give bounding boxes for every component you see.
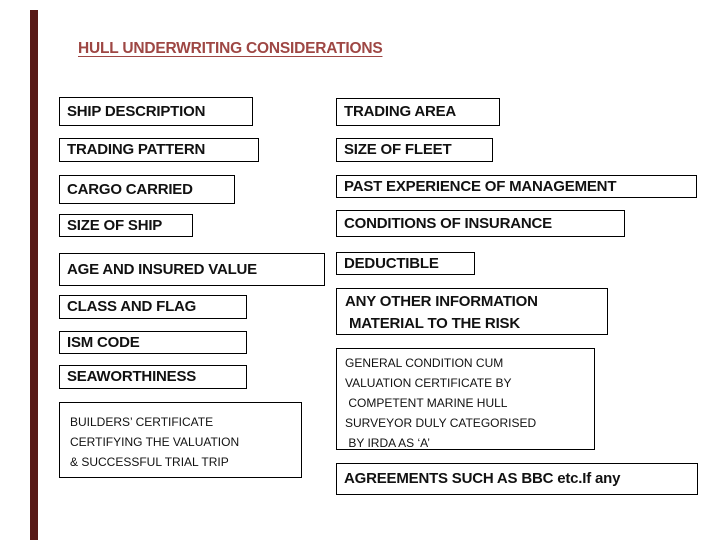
box-ism-code: ISM CODE [59,331,247,354]
box-cargo-carried: CARGO CARRIED [59,175,235,204]
box-builders-certificate: BUILDERS’ CERTIFICATE CERTIFYING THE VAL… [59,402,302,478]
box-trading-pattern: TRADING PATTERN [59,138,259,162]
box-class-and-flag: CLASS AND FLAG [59,295,247,319]
box-seaworthiness: SEAWORTHINESS [59,365,247,389]
box-size-of-ship: SIZE OF SHIP [59,214,193,237]
page-title: HULL UNDERWRITING CONSIDERATIONS [78,40,383,57]
box-age-and-insured-value: AGE AND INSURED VALUE [59,253,325,286]
box-trading-area: TRADING AREA [336,98,500,126]
box-deductible: DEDUCTIBLE [336,252,475,275]
box-size-of-fleet: SIZE OF FLEET [336,138,493,162]
box-any-other-information: ANY OTHER INFORMATION MATERIAL TO THE RI… [336,288,608,335]
box-ship-description: SHIP DESCRIPTION [59,97,253,126]
left-accent-bar [30,10,38,540]
box-past-experience: PAST EXPERIENCE OF MANAGEMENT [336,175,697,198]
box-general-condition: GENERAL CONDITION CUM VALUATION CERTIFIC… [336,348,595,450]
box-conditions-of-insurance: CONDITIONS OF INSURANCE [336,210,625,237]
box-agreements: AGREEMENTS SUCH AS BBC etc.If any [336,463,698,495]
